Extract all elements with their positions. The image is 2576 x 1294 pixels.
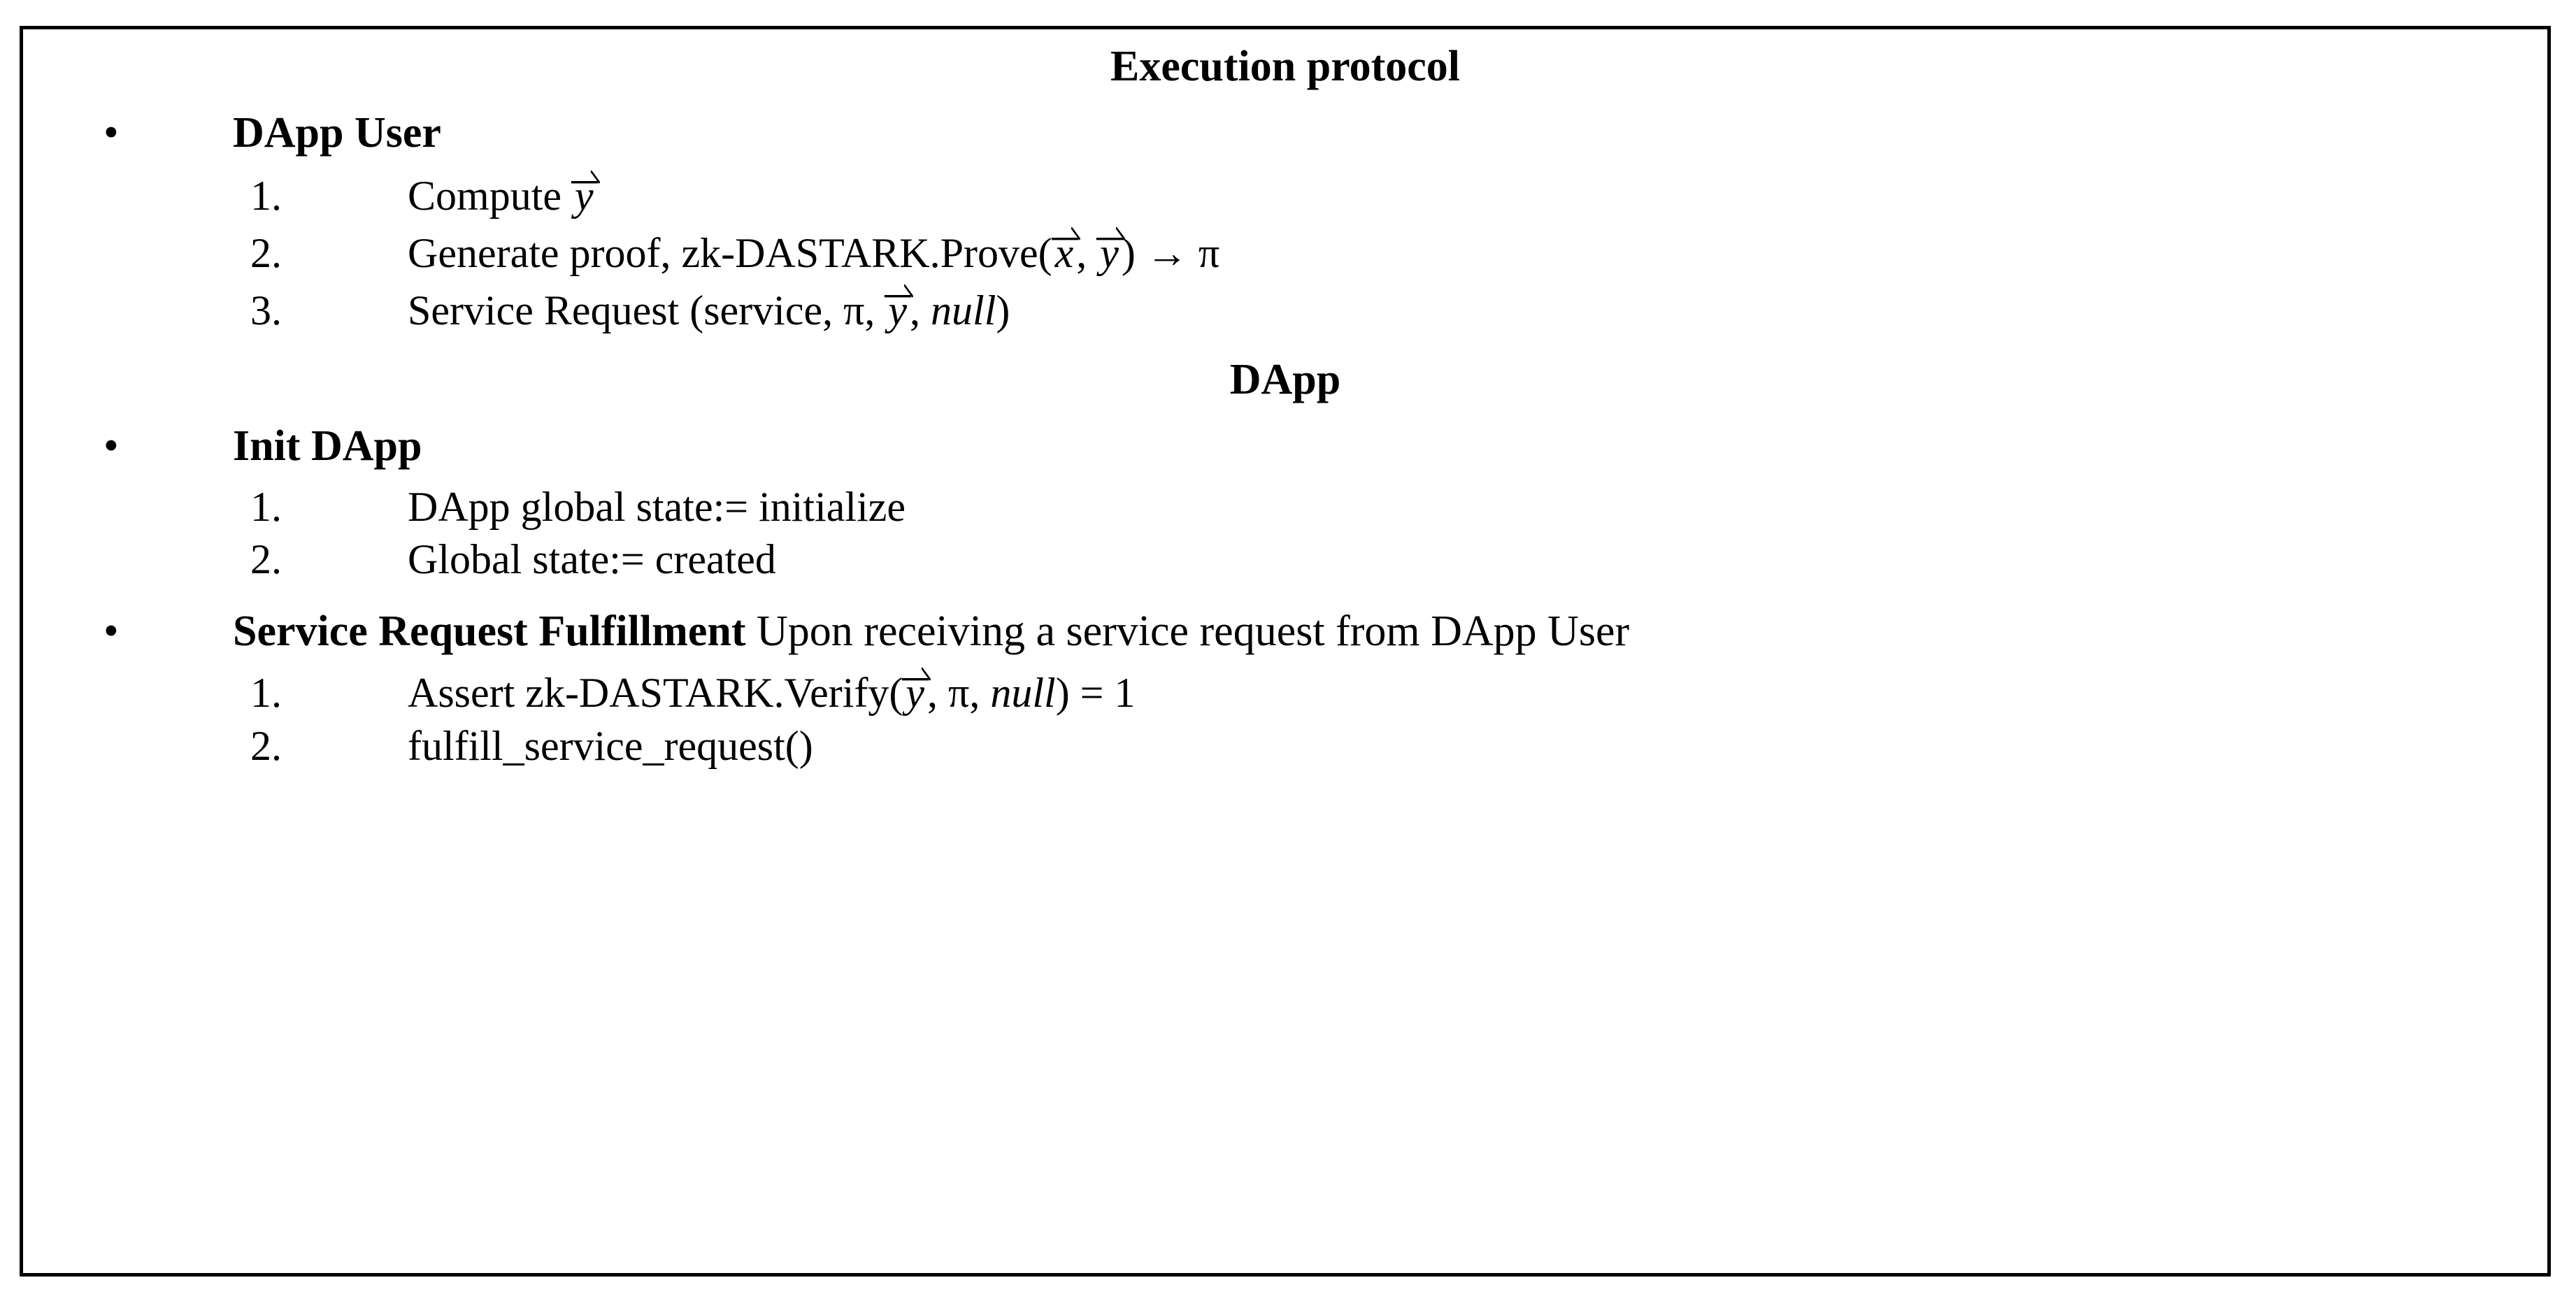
step-text-pre: Assert zk-DASTARK.Verify( [408,670,903,717]
step-text-post: ) = 1 [1055,670,1136,717]
step-row: 3. Service Request (service, π, y, null) [23,284,2547,338]
step-text-mid: , π, [927,670,991,717]
step-text-pre: Compute [408,173,572,220]
step-text: Service Request (service, π, y, null) [408,284,1010,333]
step-row: 1. Assert zk-DASTARK.Verify(y, π, null) … [23,667,2547,720]
vector-base: y [906,670,925,717]
step-text: DApp global state:= initialize [408,483,906,530]
step-list-init-dapp: 1. DApp global state:= initialize 2. Glo… [23,481,2547,587]
bullet-icon: • [103,422,119,470]
step-text-null: null [990,670,1056,717]
step-marker: 2. [250,536,282,583]
step-text-post: ) → π [1121,230,1220,277]
bullet-icon: • [103,607,119,655]
step-text: Compute y [408,170,601,220]
vector-y: y [571,170,601,223]
step-text: fulfill_service_request() [408,722,813,769]
vector-y: y [902,667,931,720]
bullet-tail-service-request-fulfillment: Upon receiving a service request from DA… [745,607,1630,655]
step-marker: 1. [250,670,282,717]
step-text: Generate proof, zk-DASTARK.Prove(x, y) →… [408,227,1220,277]
bullet-label-init-dapp: Init DApp [233,422,422,470]
step-marker: 2. [250,230,282,277]
step-text-pre: Generate proof, zk-DASTARK.Prove( [408,230,1052,277]
step-marker: 2. [250,722,282,769]
vector-x: x [1051,227,1080,280]
step-text: Global state:= created [408,536,776,583]
vector-y: y [1096,227,1126,280]
vector-base: y [1100,230,1119,277]
vector-base: y [888,287,908,333]
step-list-dapp-user: 1. Compute y 2. Generate proof, zk-DASTA… [23,170,2547,337]
step-marker: 1. [250,483,282,530]
bullet-label-service-request-fulfillment: Service Request Fulfillment [233,607,746,655]
bullet-icon: • [103,109,119,157]
step-row: 1. DApp global state:= initialize [23,481,2547,534]
bullet-label-dapp-user: DApp User [233,109,441,157]
vector-base: y [575,173,594,220]
step-row: 2. Global state:= created [23,533,2547,587]
step-text-mid: , [1076,230,1098,277]
protocol-frame: Execution protocol • DApp User 1. Comput… [20,26,2551,1277]
step-list-fulfillment: 1. Assert zk-DASTARK.Verify(y, π, null) … [23,667,2547,772]
step-text-pre: Service Request (service, π, [408,287,886,333]
vector-base: x [1054,230,1074,277]
step-text-post: ) [996,287,1010,333]
bullet-service-request-fulfillment: • Service Request Fulfillment Upon recei… [23,608,2547,656]
bullet-dapp-user: • DApp User [23,109,2547,157]
step-marker: 3. [250,287,282,333]
step-row: 2. Generate proof, zk-DASTARK.Prove(x, y… [23,227,2547,280]
step-row: 2. fulfill_service_request() [23,720,2547,773]
bullet-init-dapp: • Init DApp [23,422,2547,470]
section-heading-dapp: DApp [1229,356,1341,404]
vector-y: y [885,284,914,338]
step-text-mid: , [910,287,931,333]
step-marker: 1. [250,173,282,220]
step-row: 1. Compute y [23,170,2547,223]
step-text-null: null [931,287,996,333]
step-text: Assert zk-DASTARK.Verify(y, π, null) = 1 [408,667,1136,717]
page-title: Execution protocol [1110,43,1460,90]
